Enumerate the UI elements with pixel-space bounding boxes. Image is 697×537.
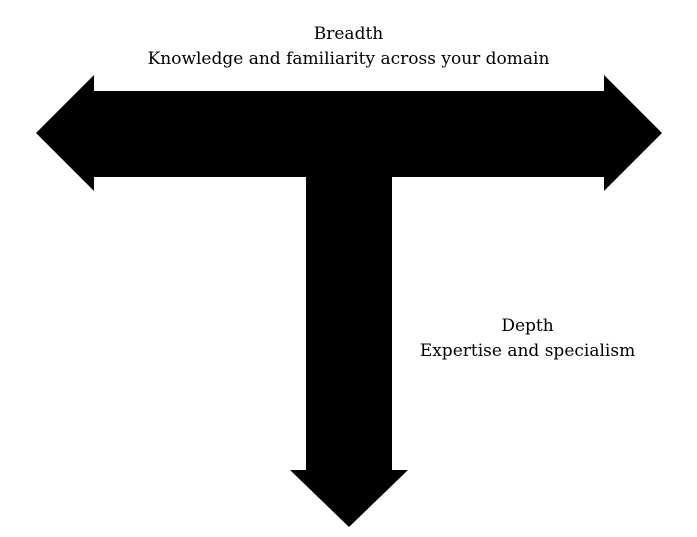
breadth-label: Breadth Knowledge and familiarity across… [0, 22, 697, 72]
breadth-description: Knowledge and familiarity across your do… [147, 49, 550, 69]
breadth-arrow [36, 75, 662, 191]
depth-arrow [290, 176, 408, 527]
depth-label: Depth Expertise and specialism [400, 314, 655, 364]
depth-title: Depth [501, 316, 554, 336]
depth-description: Expertise and specialism [419, 341, 636, 361]
breadth-title: Breadth [313, 24, 384, 44]
